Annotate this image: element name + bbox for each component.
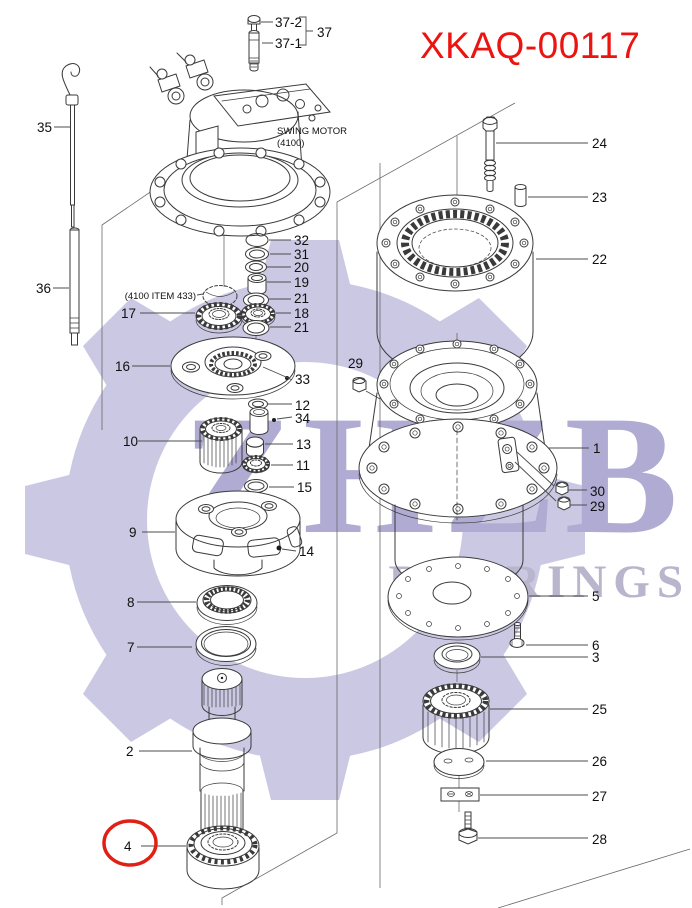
callout-27: 27	[592, 789, 607, 804]
part-36-guide-tube	[69, 227, 80, 346]
part-35-dipstick	[61, 63, 81, 228]
callout-21a: 21	[294, 291, 309, 306]
part-12-34-bushing	[248, 398, 269, 435]
callout-7: 7	[127, 640, 135, 655]
callout-2: 2	[126, 744, 134, 759]
callout-8: 8	[127, 595, 135, 610]
callout-14: 14	[299, 544, 315, 559]
part-3-bearing-ring	[433, 642, 481, 674]
callout-15: 15	[297, 480, 312, 495]
callout-3: 3	[592, 650, 600, 665]
part-28-bolt	[458, 811, 478, 845]
callout-26: 26	[592, 754, 607, 769]
part-6-bolt	[509, 622, 525, 648]
callout-32: 32	[294, 233, 309, 248]
part-4-roller-bearing	[186, 825, 260, 890]
callout-31: 31	[294, 247, 309, 262]
callout-23: 23	[592, 190, 607, 205]
callout-16: 16	[115, 359, 130, 374]
part-18-gear	[240, 302, 276, 328]
part-10-planet-gear	[199, 417, 243, 474]
callout-17: 17	[121, 306, 136, 321]
callout-33: 33	[295, 372, 310, 387]
watermark-gear-logo: ZHZB BEARINGS	[25, 240, 683, 800]
callout-35: 35	[37, 120, 52, 135]
callout-13: 13	[296, 437, 311, 452]
callout-9: 9	[129, 525, 137, 540]
part-23-pin	[514, 184, 527, 207]
callout-11: 11	[296, 458, 310, 473]
part-1-main-housing	[358, 339, 558, 591]
part-9-carrier-housing	[175, 490, 303, 577]
part-19-bushing	[247, 273, 267, 295]
callout-6: 6	[592, 638, 600, 653]
part-30-plug	[555, 481, 569, 496]
part-11-gear	[242, 455, 270, 474]
callout-5: 5	[592, 589, 600, 604]
callout-18: 18	[294, 306, 309, 321]
callout-19: 19	[294, 275, 309, 290]
callout-10: 10	[123, 434, 138, 449]
part-29b-plug	[557, 496, 571, 511]
callout-24: 24	[592, 136, 608, 151]
drawing-number: XKAQ-00117	[420, 25, 640, 66]
part-15-ring	[244, 479, 268, 493]
callout-30: 30	[590, 484, 605, 499]
part-24-bolt	[482, 116, 498, 192]
callout-12: 12	[295, 398, 310, 413]
part-5-cover-plate	[387, 556, 529, 641]
part-22-ring-gear	[376, 194, 534, 378]
swing-motor-drawing	[149, 52, 331, 237]
part-26-stopper-disc	[433, 748, 485, 779]
callout-25: 25	[592, 702, 607, 717]
part-8-needle-bearing	[196, 585, 258, 625]
callout-34: 34	[295, 411, 311, 426]
part-31-washer	[245, 247, 269, 261]
item-433-reference: (4100 ITEM 433)	[125, 291, 196, 302]
callout-labels: 37-2 37-1 37 35 36 32 31 20 19 21 18 21 …	[36, 15, 608, 854]
part-27-lock-plate	[440, 787, 480, 802]
callout-4: 4	[124, 839, 132, 854]
part-25-sun-gear	[422, 683, 490, 755]
callout-37: 37	[317, 25, 332, 40]
swing-motor-label: SWING MOTOR	[277, 126, 347, 137]
part-17-gear	[195, 302, 243, 334]
part-13-cylinder	[246, 436, 264, 458]
callout-21b: 21	[294, 320, 309, 335]
part-32-snap-ring	[245, 233, 269, 247]
callout-37-2: 37-2	[275, 15, 302, 30]
callout-20: 20	[294, 260, 309, 275]
leader-lines	[53, 16, 589, 847]
part-21a-ring	[243, 292, 269, 308]
part-16-carrier-plate	[170, 336, 296, 400]
callout-28: 28	[592, 832, 607, 847]
swing-motor-code-label: (4100)	[277, 138, 304, 149]
callout-22: 22	[592, 252, 607, 267]
part-20-washer	[245, 260, 267, 274]
highlight-circle-part-4	[102, 819, 158, 867]
part-29a-plug	[352, 377, 367, 393]
callout-36: 36	[36, 281, 51, 296]
part-7-seal-ring	[195, 626, 257, 666]
part-37-bolt-assembly	[247, 15, 261, 72]
callout-29a: 29	[348, 356, 363, 371]
callout-1: 1	[593, 441, 601, 456]
callout-37-1: 37-1	[275, 36, 302, 51]
callout-29b: 29	[590, 499, 605, 514]
part-14-pin	[276, 545, 282, 551]
part-2-drive-shaft	[192, 668, 252, 837]
part-34-pin	[272, 418, 276, 422]
part-21b-ring	[242, 320, 270, 336]
